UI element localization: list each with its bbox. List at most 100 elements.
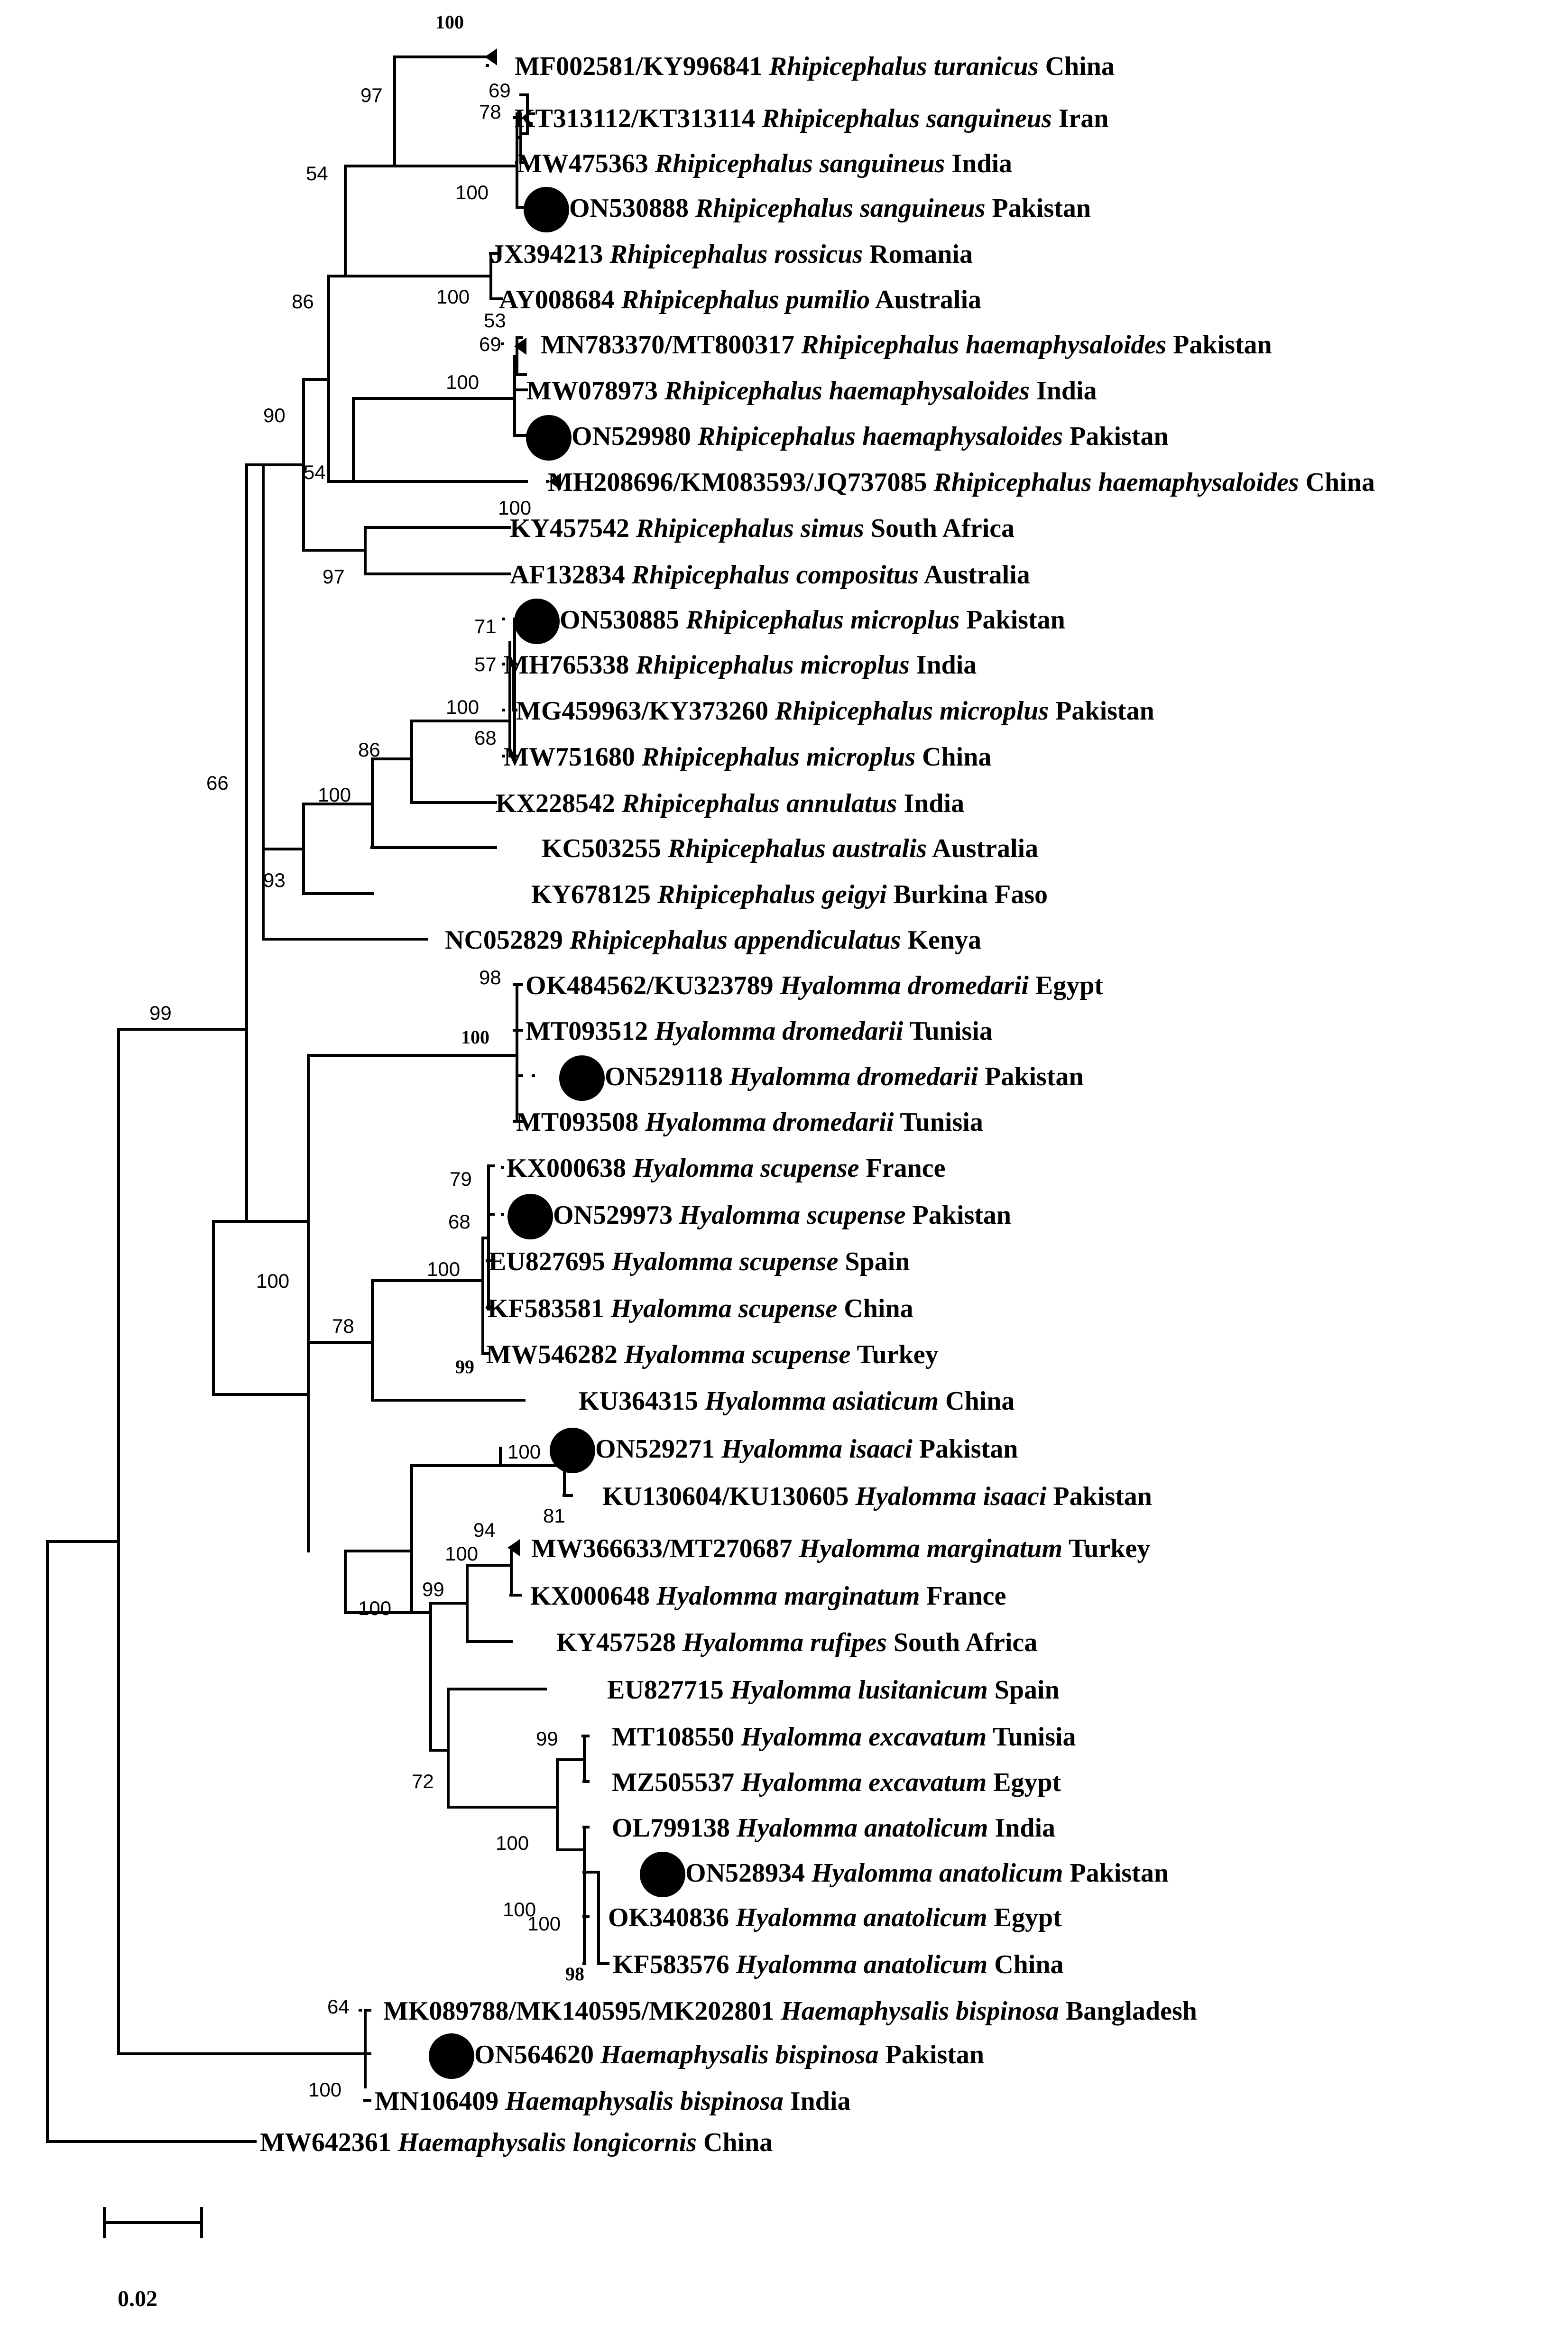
species-name: Rhipicephalus haemaphysaloides [697,422,1063,451]
accession-number: KY457528 [556,1628,683,1657]
accession-number: KC503255 [542,834,668,863]
country-name: Pakistan [1063,422,1169,451]
bootstrap-value: 99 [149,1002,172,1024]
bootstrap-value: 78 [332,1315,354,1337]
species-name: Rhipicephalus microplus [641,742,915,772]
taxon-label: MT093512 Hyalomma dromedarii Tunisia [526,1016,993,1046]
species-name: Haemaphysalis bispinosa [600,2040,879,2069]
accession-number: MF002581/KY996841 [515,52,769,81]
taxon-label: ON564620 Haemaphysalis bispinosa Pakista… [474,2040,984,2069]
species-name: Rhipicephalus microplus [685,605,959,635]
country-name: Egypt [987,1768,1061,1797]
country-name: China [915,742,991,772]
country-name: Pakistan [913,1434,1018,1464]
taxon-label: MK089788/MK140595/MK202801 Haemaphysalis… [383,1996,1197,2026]
accession-number: KF583576 [613,1950,736,1979]
species-name: Hyalomma scupense [611,1247,839,1276]
taxon-label: MW475363 Rhipicephalus sanguineus India [517,149,1012,178]
country-name: China [939,1386,1015,1416]
bootstrap-value: 100 [445,1542,478,1565]
accession-number: ON529980 [572,422,698,451]
taxon-label: MW078973 Rhipicephalus haemaphysaloides … [526,376,1097,406]
accession-number: MT093508 [516,1108,645,1137]
country-name: South Africa [864,514,1015,543]
country-name: China [987,1950,1063,1979]
taxon-label: EU827715 Hyalomma lusitanicum Spain [607,1675,1060,1705]
species-name: Hyalomma dromedarii [645,1108,894,1137]
species-name: Rhipicephalus australis [667,834,927,863]
species-name: Hyalomma marginatum [656,1581,920,1611]
taxon-label: MW546282 Hyalomma scupense Turkey [486,1340,939,1369]
taxon-label: KF583581 Hyalomma scupense China [488,1294,913,1323]
species-name: Rhipicephalus simus [636,514,864,543]
species-name: Hyalomma asiaticum [704,1386,939,1416]
taxon-label: MT093508 Hyalomma dromedarii Tunisia [516,1108,983,1137]
species-name: Rhipicephalus annulatus [621,789,897,818]
accession-number: MW078973 [526,376,664,406]
taxon-label: MW751680 Rhipicephalus microplus China [504,742,991,772]
taxon-label: MF002581/KY996841 Rhipicephalus turanicu… [515,52,1115,81]
taxon-label: KC503255 Rhipicephalus australis Austral… [542,834,1038,863]
taxon-label: ON530885 Rhipicephalus microplus Pakista… [560,605,1065,635]
pakistan-sample-marker [429,2033,474,2079]
bootstrap-value: 100 [446,696,479,718]
taxon-label: MW366633/MT270687 Hyalomma marginatum Tu… [531,1534,1150,1563]
country-name: France [920,1581,1006,1611]
species-name: Hyalomma dromedarii [729,1062,978,1091]
taxon-label: MG459963/KY373260 Rhipicephalus microplu… [516,696,1154,726]
accession-number: EU827695 [489,1247,612,1276]
accession-number: OK484562/KU323789 [526,971,780,1000]
accession-number: MW475363 [517,149,655,178]
scale-bar: 0.02 [103,2207,203,2311]
bootstrap-value: 100 [308,2078,341,2101]
taxon-label: KY457528 Hyalomma rufipes South Africa [556,1628,1037,1657]
bootstrap-value: 100 [461,1026,489,1048]
bootstrap-value: 69 [479,333,501,355]
species-name: Haemaphysalis bispinosa [780,1996,1059,2026]
accession-number: MT093512 [526,1016,655,1046]
accession-number: MW751680 [504,742,642,772]
species-name: Rhipicephalus sanguineus [695,194,986,223]
taxon-label: KU364315 Hyalomma asiaticum China [579,1386,1015,1416]
taxon-label: ON529271 Hyalomma isaaci Pakistan [595,1434,1018,1464]
accession-number: MW642361 [260,2128,398,2157]
taxon-label: NC052829 Rhipicephalus appendiculatus Ke… [445,925,981,955]
accession-number: KT313112/KT313114 [515,104,762,133]
accession-number: KY457542 [510,514,636,543]
accession-number: MN783370/MT800317 [541,330,801,360]
accession-number: KU364315 [579,1386,705,1416]
country-name: Turkey [1062,1534,1150,1563]
pakistan-sample-marker [559,1055,605,1101]
country-name: Pakistan [1046,1482,1152,1511]
country-name: Spain [988,1675,1060,1705]
taxon-label: KY678125 Rhipicephalus geigyi Burkina Fa… [531,880,1048,909]
country-name: France [859,1154,946,1183]
species-name: Rhipicephalus turanicus [769,52,1039,81]
species-name: Hyalomma excavatum [740,1722,987,1752]
species-name: Rhipicephalus compositus [631,560,919,590]
accession-number: MG459963/KY373260 [516,696,775,726]
bootstrap-value: 100 [496,1832,529,1854]
species-name: Hyalomma scupense [610,1294,838,1323]
accession-number: ON529271 [595,1434,721,1464]
bootstrap-value: 64 [327,1995,350,2018]
bootstrap-value: 100 [503,1898,536,1921]
bootstrap-value: 86 [292,290,314,313]
bootstrap-value: 54 [304,461,326,483]
collapsed-clade-triangle [549,473,561,490]
country-name: Pakistan [1049,696,1154,726]
species-name: Rhipicephalus microplus [775,696,1049,726]
country-name: Tunisia [894,1108,983,1137]
collapsed-clades [485,48,561,1556]
country-name: Pakistan [986,194,1091,223]
taxon-label: EU827695 Hyalomma scupense Spain [489,1247,910,1276]
bootstrap-value: 97 [360,84,383,106]
country-name: Burkina Faso [887,880,1048,909]
accession-number: NC052829 [445,925,570,955]
bootstrap-value: 98 [479,966,501,988]
species-name: Rhipicephalus haemaphysaloides [933,468,1299,497]
taxon-label: MH765338 Rhipicephalus microplus India [504,650,977,680]
species-name: Hyalomma lusitanicum [730,1675,988,1705]
pakistan-sample-marker [524,187,569,232]
